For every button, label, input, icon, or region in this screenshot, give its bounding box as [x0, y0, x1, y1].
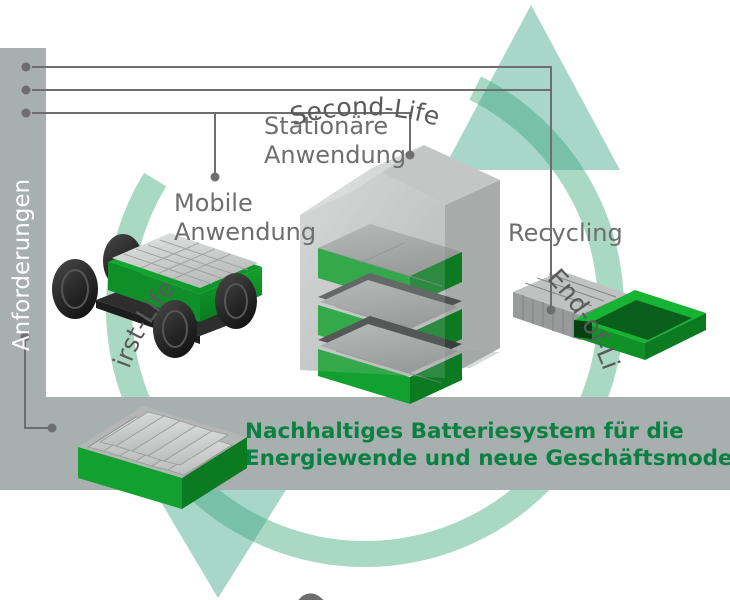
headline-line-2: Energiewende und neue Geschäftsmodelle [245, 446, 730, 471]
headline-line-1: Nachhaltiges Batteriesystem für die [245, 419, 684, 444]
callout-mobile-line2: Anwendung [174, 218, 316, 246]
headline-group: Nachhaltiges Batteriesystem für die Ener… [245, 419, 730, 471]
callout-stationaer-line2: Anwendung [264, 141, 406, 169]
callout-mobile: Mobile Anwendung [174, 189, 316, 246]
ev-skateboard-chassis-illustration [52, 233, 262, 358]
callout-mobile-line1: Mobile [174, 189, 253, 217]
leader-dots [20, 62, 556, 433]
lifecycle-ring-overlay [106, 48, 624, 397]
callout-stationaer: Stationäre Anwendung [264, 112, 406, 169]
stationary-storage-house-illustration [300, 145, 500, 404]
battery-module-pack-illustration [78, 406, 247, 509]
callout-stationaer-line1: Stationäre [264, 112, 388, 140]
arc-label-end-of-life-text: End-of-Life [0, 0, 625, 373]
arc-label-end-of-life: End-of-Life [0, 0, 625, 373]
circulus-logo-text: CIRCULUS [282, 581, 503, 600]
callout-recycling-line1: Recycling [508, 219, 623, 247]
empty-green-tray-illustration [574, 290, 706, 360]
callout-recycling: Recycling [508, 219, 623, 247]
requirements-axis-label: Anforderungen [9, 179, 35, 351]
circulus-logo: CIRCULUS [282, 581, 504, 600]
